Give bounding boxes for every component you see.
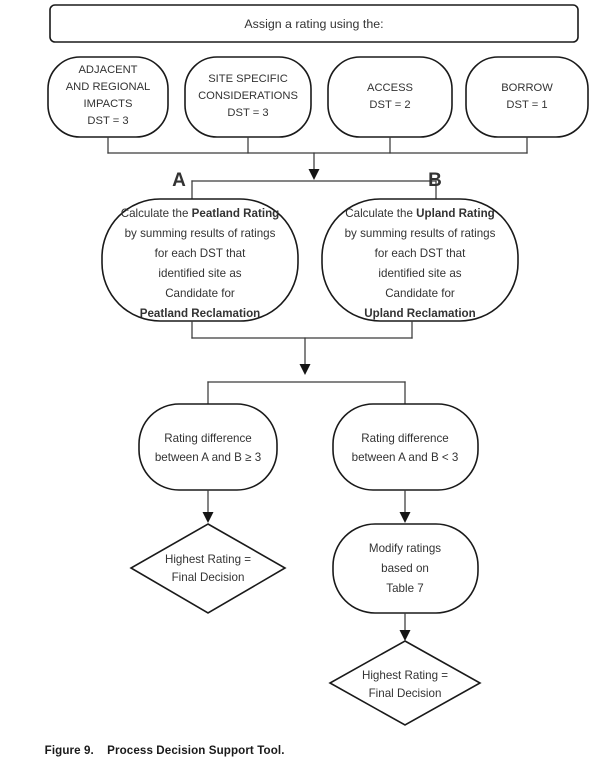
dst-node-line-2: DST = 1 [506,99,547,111]
header-label: Assign a rating using the: [244,17,383,31]
decision-left-line-1: Highest Rating = [165,553,251,566]
dst-node-adjacent-regional-impacts[interactable]: ADJACENT AND REGIONAL IMPACTS DST = 3 [47,56,169,138]
peatland-line-3: for each DST that [155,247,246,260]
rating-difference-ge3-node[interactable]: Rating difference between A and B ≥ 3 [138,403,278,491]
upland-node-shape[interactable] [321,198,519,322]
upland-line-1: Calculate the Upland Rating [345,207,494,220]
dst-node-line-2: DST = 2 [369,99,410,111]
peatland-line-4: identified site as [158,267,241,280]
upland-line-5: Candidate for [385,287,455,300]
decision-left-line-2: Final Decision [172,571,245,584]
rating-difference-lt3-node[interactable]: Rating difference between A and B < 3 [332,403,479,491]
peatland-line-6: Peatland Reclamation [140,307,260,320]
upland-line-4: identified site as [378,267,461,280]
branch-label-b: B [428,170,442,191]
dst-node-line-2: AND REGIONAL [66,81,151,93]
dst-node-line-1: SITE SPECIFIC [208,73,288,85]
modify-ratings-node[interactable]: Modify ratings based on Table 7 [332,523,479,614]
difference-right-line-2: between A and B < 3 [352,451,459,464]
dst-node-access[interactable]: ACCESS DST = 2 [327,56,453,138]
peatland-line-1-bold: Peatland Rating [192,207,280,220]
modify-ratings-line-3: Table 7 [386,582,423,595]
connector-difference-split [207,381,406,406]
connector-modify-to-final [399,612,411,641]
upland-line-3: for each DST that [375,247,466,260]
dst-node-line-1: ADJACENT [78,64,137,76]
dst-node-line-1: BORROW [501,82,553,94]
figure-caption: Figure 9. Process Decision Support Tool. [38,731,285,757]
upland-line-2: by summing results of ratings [345,227,496,240]
header-node: Assign a rating using the: [49,4,579,43]
arrow-head-icon [399,512,411,523]
difference-left-line-2: between A and B ≥ 3 [155,451,261,464]
final-decision-node-left[interactable]: Highest Rating = Final Decision [129,523,287,614]
arrow-head-icon [299,364,311,375]
header-box [49,4,579,43]
figure-caption-label: Figure 9. [44,744,94,757]
connector-dst-join-bus [107,136,528,180]
modify-ratings-line-1: Modify ratings [369,542,441,555]
peatland-line-5: Candidate for [165,287,235,300]
connector-difference-outputs [202,489,411,523]
decision-diamond-left-shape[interactable] [129,523,287,614]
upland-line-1-bold: Upland Rating [416,207,495,220]
dst-node-line-3: DST = 3 [227,107,268,119]
calculate-upland-rating-node[interactable]: Calculate the Upland Rating by summing r… [321,198,519,322]
decision-diamond-right-shape[interactable] [328,640,482,726]
peatland-line-1-prefix: Calculate the [121,207,192,220]
dst-node-borrow[interactable]: BORROW DST = 1 [465,56,589,138]
peatland-line-1: Calculate the Peatland Rating [121,207,280,220]
difference-right-shape[interactable] [332,403,479,491]
dst-node-line-4: DST = 3 [87,115,128,127]
branch-label-a: A [172,170,186,191]
figure-caption-gap [94,744,107,757]
dst-node-line-3: IMPACTS [84,98,133,110]
arrow-head-icon [399,630,411,641]
arrow-head-icon [202,512,214,523]
arrow-head-icon [308,169,320,180]
difference-right-line-1: Rating difference [361,432,448,445]
modify-ratings-line-2: based on [381,562,429,575]
difference-left-shape[interactable] [138,403,278,491]
dst-node-shape[interactable] [327,56,453,138]
dst-node-line-2: CONSIDERATIONS [198,90,298,102]
difference-left-line-1: Rating difference [164,432,251,445]
decision-right-line-2: Final Decision [369,687,442,700]
final-decision-node-right[interactable]: Highest Rating = Final Decision [328,640,482,726]
connector-ab-merge [191,320,413,375]
decision-right-line-1: Highest Rating = [362,669,448,682]
upland-line-6: Upland Reclamation [364,307,475,320]
figure-caption-text: Process Decision Support Tool. [107,744,285,757]
peatland-line-2: by summing results of ratings [125,227,276,240]
dst-node-line-1: ACCESS [367,82,413,94]
peatland-node-shape[interactable] [101,198,299,322]
dst-node-site-specific-considerations[interactable]: SITE SPECIFIC CONSIDERATIONS DST = 3 [184,56,312,138]
calculate-peatland-rating-node[interactable]: Calculate the Peatland Rating by summing… [101,198,299,322]
upland-line-1-prefix: Calculate the [345,207,416,220]
dst-node-shape[interactable] [465,56,589,138]
